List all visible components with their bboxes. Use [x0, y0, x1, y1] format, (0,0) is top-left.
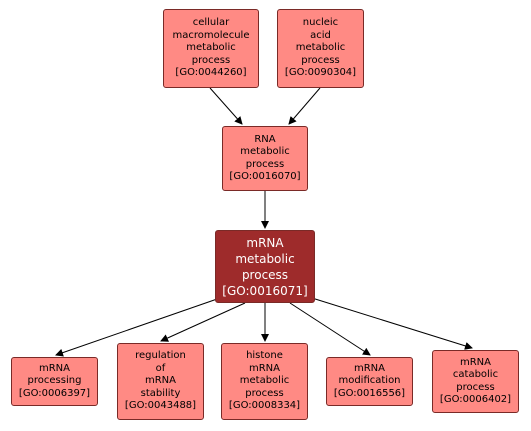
node-mrna-metabolic-process-focus[interactable]: mRNA metabolic process [GO:0016071] [215, 230, 315, 303]
node-line: nucleic [302, 17, 339, 29]
node-line: mRNA [246, 235, 284, 250]
node-line: catabolic [452, 369, 499, 380]
node-line: metabolic [240, 146, 290, 157]
node-line: process [456, 381, 495, 393]
node-go-id: [GO:0016071] [222, 283, 308, 298]
node-go-id: [GO:0016070] [229, 171, 301, 182]
node-regulation-of-mrna-stability[interactable]: regulation of mRNA stability [GO:0043488… [117, 343, 204, 420]
node-line: metabolic [235, 251, 295, 266]
node-line: metabolic [186, 42, 236, 54]
node-line: cellular [192, 17, 230, 29]
edge-mrna-to-regulation [160, 302, 246, 342]
edge-cellular-to-rna [209, 87, 243, 125]
node-line: process [241, 267, 289, 282]
node-go-id: [GO:0090304] [284, 67, 357, 79]
node-line: process [191, 54, 231, 66]
node-line: mRNA [38, 362, 70, 374]
node-go-id: [GO:0006402] [439, 394, 512, 405]
edge-mrna-to-modification [289, 302, 371, 356]
node-line: of [155, 362, 166, 374]
node-line: mRNA [144, 375, 176, 387]
node-go-id: [GO:0008334] [228, 400, 301, 412]
node-line: processing [27, 375, 82, 387]
node-line: mRNA [459, 356, 491, 368]
edge-mrna-to-catabolic [311, 297, 473, 350]
node-go-id: [GO:0043488] [124, 400, 197, 412]
node-line: RNA [254, 133, 276, 145]
node-line: regulation [135, 350, 186, 362]
node-mrna-catabolic-process[interactable]: mRNA catabolic process [GO:0006402] [432, 350, 519, 413]
node-rna-metabolic-process[interactable]: RNA metabolic process [GO:0016070] [222, 126, 308, 191]
node-line: process [245, 387, 284, 399]
node-line: metabolic [239, 375, 290, 387]
node-line: metabolic [295, 42, 346, 54]
node-cellular-macromolecule-metabolic-process[interactable]: cellular macromolecule metabolic process… [163, 9, 259, 88]
node-mrna-processing[interactable]: mRNA processing [GO:0006397] [11, 357, 98, 406]
node-go-id: [GO:0006397] [18, 387, 91, 399]
node-go-id: [GO:0016556] [333, 387, 406, 399]
edge-nucleic-to-rna [288, 87, 321, 125]
node-histone-mrna-metabolic-process[interactable]: histone mRNA metabolic process [GO:00083… [221, 343, 308, 420]
node-mrna-modification[interactable]: mRNA modification [GO:0016556] [326, 357, 413, 406]
node-line: process [245, 158, 285, 170]
node-go-id: [GO:0044260] [175, 67, 247, 79]
node-line: acid [310, 29, 331, 41]
node-line: mRNA [353, 362, 385, 374]
node-line: stability [140, 387, 181, 399]
node-line: mRNA [248, 362, 280, 374]
node-line: process [301, 54, 340, 66]
node-nucleic-acid-metabolic-process[interactable]: nucleic acid metabolic process [GO:00903… [277, 9, 364, 88]
node-line: macromolecule [172, 29, 250, 41]
edge-mrna-to-processing [55, 297, 221, 357]
node-line: histone [246, 350, 283, 362]
node-line: modification [338, 375, 401, 387]
